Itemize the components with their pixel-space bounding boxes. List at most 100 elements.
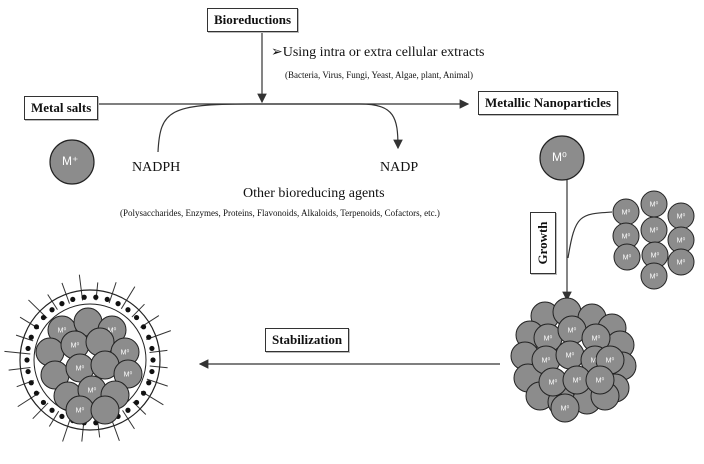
capping-ligand bbox=[120, 286, 136, 310]
atom-label: M⁰ bbox=[108, 327, 117, 335]
other-agents-label: Other bioreducing agents bbox=[243, 186, 385, 201]
atom-label: M⁰ bbox=[677, 237, 686, 245]
stabilizer-dot bbox=[59, 413, 65, 419]
atom-label: M⁰ bbox=[623, 254, 632, 262]
atom-label: M⁰ bbox=[622, 233, 631, 241]
capping-ligand bbox=[108, 282, 117, 304]
atom-label: M⁰ bbox=[71, 342, 80, 350]
cluster-atom bbox=[640, 262, 668, 290]
stabilizer-dot bbox=[49, 307, 55, 313]
stabilizer-dot bbox=[125, 407, 131, 413]
nadph-nadp-curve bbox=[157, 103, 403, 153]
stabilizer-dot bbox=[133, 314, 140, 321]
capping-ligand bbox=[15, 334, 34, 342]
atom-label: M⁰ bbox=[544, 335, 553, 343]
stabilizer-dot bbox=[149, 345, 155, 352]
capping-ligand bbox=[4, 350, 31, 355]
metal-salts-label: Metal salts bbox=[24, 96, 99, 120]
atom-label: M⁰ bbox=[650, 227, 659, 235]
bioreductions-label: Bioreductions bbox=[207, 8, 299, 32]
atom-label: M⁰ bbox=[591, 357, 600, 365]
atom-label: M⁰ bbox=[596, 377, 605, 385]
stabilizer-dot bbox=[70, 296, 76, 303]
stabilizer-dot bbox=[40, 399, 47, 406]
capping-ligand bbox=[47, 294, 58, 310]
stabilizer-dot bbox=[104, 296, 110, 303]
extracts-sources: (Bacteria, Virus, Fungi, Yeast, Algae, p… bbox=[285, 70, 474, 80]
stabilizer-dot bbox=[150, 357, 156, 363]
atom-label: M⁰ bbox=[124, 371, 133, 379]
stabilizer-dot bbox=[149, 368, 155, 375]
extracts-line: ➢Using intra or extra cellular extracts bbox=[271, 45, 485, 60]
stabilizer-dot bbox=[146, 334, 152, 340]
capping-ligand bbox=[62, 416, 72, 442]
nadp-label: NADP bbox=[380, 160, 419, 175]
capping-ligand bbox=[149, 365, 168, 369]
atom-label: M⁰ bbox=[573, 377, 582, 385]
capping-ligand bbox=[149, 349, 168, 354]
capping-ligand bbox=[61, 282, 70, 304]
growth-box: Growth bbox=[530, 212, 556, 274]
atom-label: M⁰ bbox=[121, 349, 130, 357]
cluster-atom bbox=[585, 365, 615, 395]
stabilizer-dot bbox=[49, 407, 55, 413]
atom-label: M⁰ bbox=[542, 357, 551, 365]
outer-shell bbox=[19, 289, 161, 431]
cluster-atom bbox=[550, 393, 580, 423]
atom-label: M⁰ bbox=[650, 201, 659, 209]
stabilizer-dot bbox=[81, 294, 87, 300]
atom-label: M⁰ bbox=[677, 213, 686, 221]
atom-label: M⁰ bbox=[76, 407, 85, 415]
atom-label: M⁰ bbox=[592, 335, 601, 343]
other-agents-list: (Polysaccharides, Enzymes, Proteins, Fla… bbox=[120, 208, 440, 218]
atom-label: M⁰ bbox=[677, 259, 686, 267]
metal-ion bbox=[49, 139, 95, 185]
cluster-atom bbox=[613, 243, 641, 271]
stabilizer-dot bbox=[25, 368, 31, 375]
stabilizer-dot bbox=[125, 307, 131, 313]
stabilizer-dot bbox=[133, 399, 140, 406]
atom-label: M⁰ bbox=[566, 352, 575, 360]
capping-ligand bbox=[131, 303, 145, 318]
stabilizer-dot bbox=[28, 334, 34, 340]
atom-label: M⁰ bbox=[58, 327, 67, 335]
stabilizer-dot bbox=[140, 324, 147, 330]
stabilizer-dot bbox=[33, 390, 40, 396]
stabilizer-dot bbox=[115, 301, 121, 307]
growth-connector bbox=[567, 211, 613, 259]
small-nanocluster: M⁰ M⁰ M⁰ M⁰ M⁰ M⁰ M⁰ M⁰ M⁰ M⁰ bbox=[612, 190, 695, 290]
stabilizer-dot bbox=[146, 380, 152, 386]
stabilizer-dot bbox=[93, 294, 99, 300]
stabilizer-dot bbox=[28, 380, 34, 386]
nanoparticle-cluster: M⁰ M⁰ M⁰ M⁰ M⁰ M⁰ M⁰ M⁰ M⁰ M⁰ M⁰ bbox=[510, 297, 637, 423]
stabilization-label: Stabilization bbox=[265, 328, 350, 352]
cluster-atom bbox=[667, 248, 695, 276]
atom-label: M⁰ bbox=[568, 327, 577, 335]
atom-label: M⁰ bbox=[651, 252, 660, 260]
atom-label: M⁰ bbox=[606, 357, 615, 365]
atom-label: M⁰ bbox=[88, 387, 97, 395]
metallic-nanoparticles-label: Metallic Nanoparticles bbox=[478, 91, 618, 115]
core-atom bbox=[113, 359, 143, 389]
capping-ligand bbox=[32, 402, 49, 420]
atom-label: M⁰ bbox=[622, 209, 631, 217]
stabilizer-dot bbox=[59, 301, 65, 307]
atom-label: M⁰ bbox=[561, 405, 570, 413]
atom-label: M⁰ bbox=[650, 273, 659, 281]
stabilizer-dot bbox=[40, 314, 47, 321]
capping-ligand bbox=[146, 378, 168, 387]
growth-label: Growth bbox=[535, 221, 550, 265]
metal-atom bbox=[539, 135, 585, 181]
stabilizer-dot bbox=[140, 390, 147, 396]
stabilizer-dot bbox=[33, 324, 40, 330]
core-atom bbox=[90, 395, 120, 425]
atom-label: M⁰ bbox=[552, 150, 567, 164]
stabilizer-dot bbox=[24, 357, 30, 363]
ion-label: M⁺ bbox=[62, 154, 79, 168]
nadph-label: NADPH bbox=[132, 160, 181, 175]
atom-label: M⁰ bbox=[549, 379, 558, 387]
capping-ligand bbox=[122, 410, 135, 430]
